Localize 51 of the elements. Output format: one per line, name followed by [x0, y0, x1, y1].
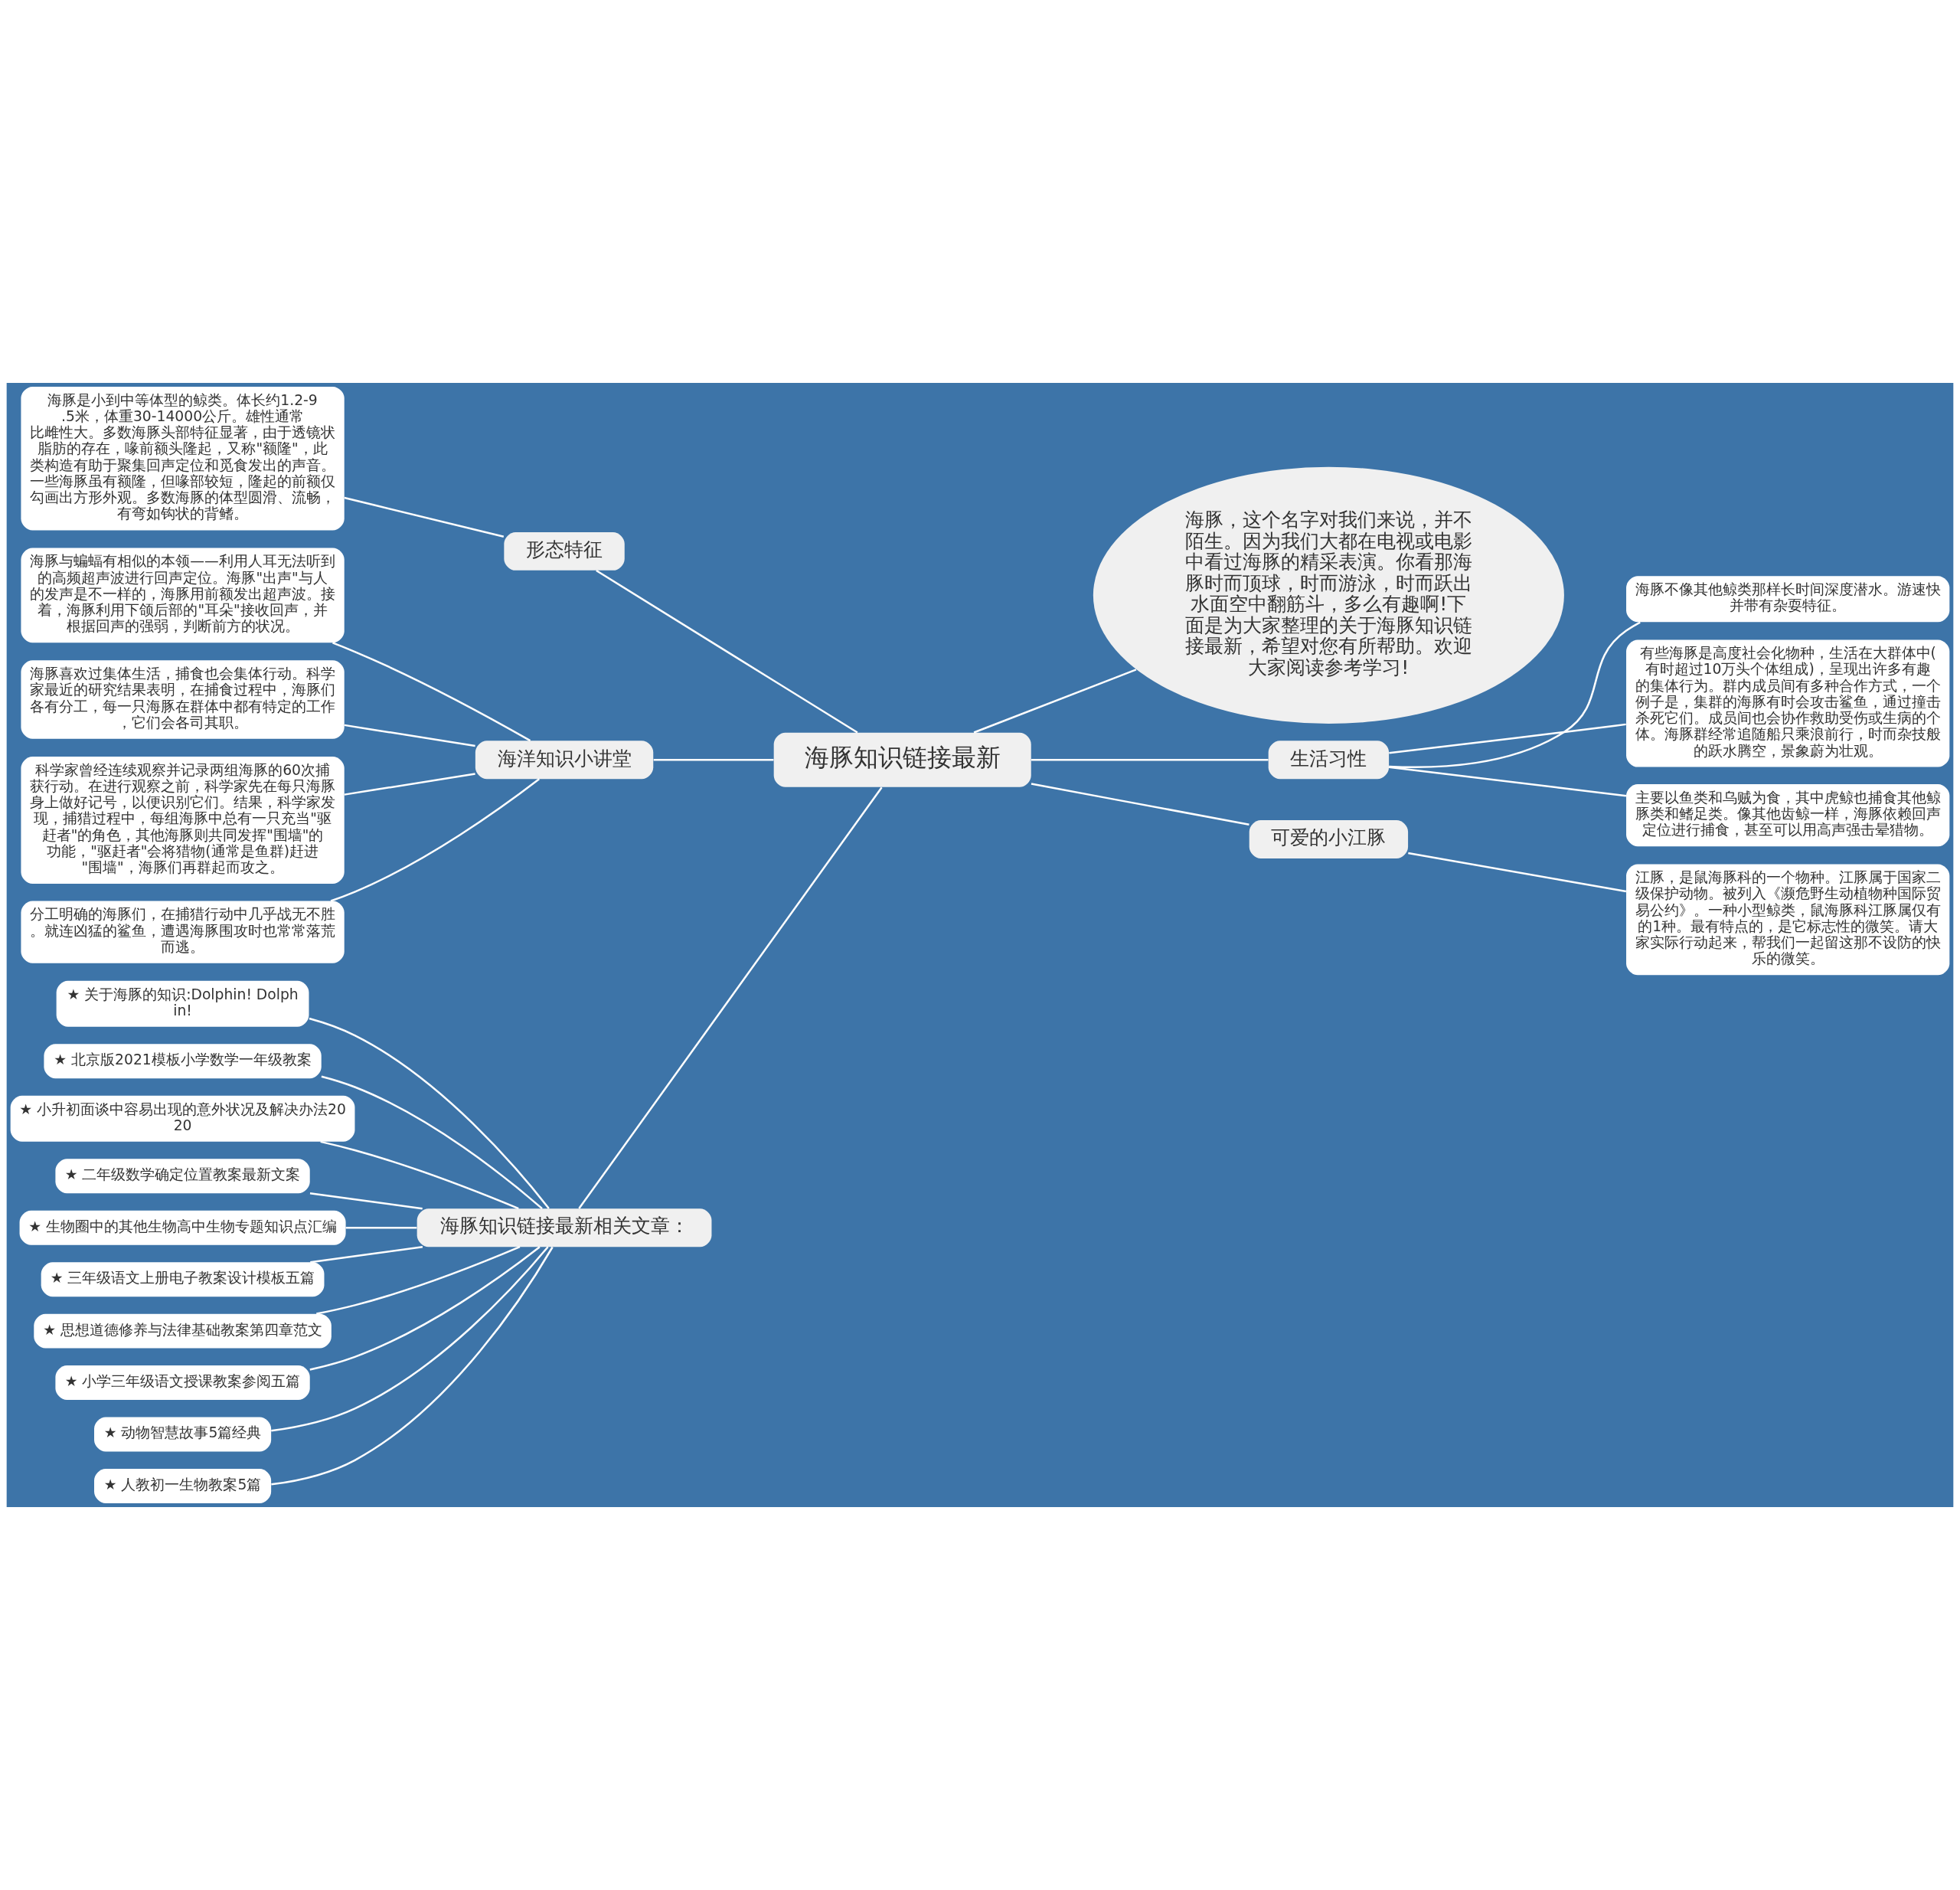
- connector: [1388, 766, 1627, 797]
- connector: [596, 569, 858, 734]
- connector: [309, 1192, 423, 1210]
- node-box: ★ 思想道德修养与法律基础教案第四章范文: [34, 1313, 332, 1349]
- node-box: ★ 三年级语文上册电子教案设计模板五篇: [41, 1262, 325, 1297]
- connector: [653, 759, 774, 761]
- node-box: 主要以鱼类和乌贼为食，其中虎鲸也捕食其他鲸豚类和鳍足类。像其他齿鲸一样，海豚依赖回声定位进行捕食，甚至可以用高声强击晕猎物。: [1626, 784, 1950, 847]
- node-box: 有些海豚是高度社会化物种，生活在大群体中(有时超过10万头个体组成)，呈现出许多有趣的集体行为。群内成员间有多种合作方式，一个例子是，集群的海豚有时会攻击鲨鱼，通过撞击杀死它们。成员间也会协作救助受伤或生病的个体。海豚群经常追随船只乘浪前行，时而杂技般的跃水腾空，景象蔚为壮观。: [1626, 639, 1950, 767]
- connector: [321, 1075, 543, 1210]
- node-box: 海洋知识小讲堂: [475, 741, 654, 780]
- node-box: 海豚知识链接最新: [773, 732, 1031, 787]
- connector: [271, 1246, 549, 1432]
- connector: [271, 1246, 554, 1486]
- connector: [316, 1246, 521, 1315]
- connector: [344, 773, 475, 796]
- node-box: ★ 小升初面谈中容易出现的意外状况及解决办法2020: [10, 1095, 355, 1142]
- connector: [309, 1017, 550, 1209]
- connector: [1389, 621, 1641, 769]
- connector: [1031, 759, 1269, 761]
- node-box: 江豚，是鼠海豚科的一个物种。江豚属于国家二级保护动物。被列入《濒危野生动植物种国际贸易公约》。一种小型鲸类，鼠海豚科江豚属仅有的1种。最有特点的，是它标志性的微笑。请大家实际行动起来，帮我们一起留这那不设防的快乐的微笑。: [1626, 864, 1950, 976]
- node-box: 科学家曾经连续观察并记录两组海豚的60次捕获行动。在进行观察之前，科学家先在每只海豚身上做好记号，以便识别它们。结果，科学家发现，捕猎过程中，每组海豚中总有一只充当"驱赶者"的角色，其他海豚则共同发挥"围墙"的功能，"驱赶者"会将猎物(通常是鱼群)赶进"围墙"，海豚们再群起而攻之。: [21, 756, 345, 885]
- node-box: 分工明确的海豚们，在捕猎行动中几乎战无不胜。就连凶猛的鲨鱼，遭遇海豚围攻时也常常落荒而逃。: [21, 901, 345, 963]
- node-box: ★ 关于海豚的知识:Dolphin! Dolphin!: [56, 980, 309, 1027]
- node-box: ★ 二年级数学确定位置教案最新文案: [55, 1159, 310, 1194]
- node-box: ★ 小学三年级语文授课教案参阅五篇: [55, 1365, 310, 1401]
- connector: [330, 778, 540, 902]
- connector: [345, 1226, 417, 1229]
- connector: [1389, 723, 1626, 754]
- node-ellipse: 海豚，这个名字对我们来说，并不陌生。因为我们大都在电视或电影中看过海豚的精采表演。你看那海豚时而顶球，时而游泳，时而跃出水面空中翻筋斗，多么有趣啊!下面是为大家整理的关于海豚知识链接最新，希望对您有所帮助。欢迎大家阅读参考学习!: [1093, 466, 1564, 724]
- node-box: ★ 动物智慧故事5篇经典: [94, 1417, 272, 1452]
- node-box: ★ 北京版2021模板小学数学一年级教案: [44, 1044, 322, 1079]
- connector: [973, 669, 1137, 734]
- connector: [309, 1246, 541, 1371]
- node-box: 可爱的小江豚: [1249, 819, 1409, 858]
- node-box: 海豚不像其他鲸类那样长时间深度潜水。游速快并带有杂耍特征。: [1626, 576, 1950, 623]
- connector: [332, 642, 531, 742]
- node-box: 海豚喜欢过集体生活，捕食也会集体行动。科学家最近的研究结果表明，在捕食过程中，海豚们各有分工，每一只海豚在群体中都有特定的工作，它们会各司其职。: [21, 660, 345, 739]
- connector: [344, 724, 475, 747]
- node-box: 海豚知识链接最新相关文章：: [416, 1208, 712, 1247]
- connector: [344, 496, 505, 538]
- node-box: 生活习性: [1268, 741, 1390, 780]
- connector: [1031, 783, 1250, 826]
- node-box: 海豚与蝙蝠有相似的本领——利用人耳无法听到的高频超声波进行回声定位。海豚"出声"与人的发声是不一样的，海豚用前额发出超声波。接着，海豚利用下颌后部的"耳朵"接收回声，并根据回声的强弱，判断前方的状况。: [21, 548, 345, 643]
- connector: [310, 1245, 423, 1264]
- connector: [320, 1140, 519, 1210]
- node-box: ★ 人教初一生物教案5篇: [94, 1469, 272, 1503]
- node-box: ★ 生物圈中的其他生物高中生物专题知识点汇编: [19, 1210, 346, 1245]
- connector: [578, 786, 883, 1209]
- node-box: 形态特征: [504, 531, 625, 571]
- connector: [1408, 852, 1627, 893]
- node-box: 海豚是小到中等体型的鲸类。体长约1.2-9.5米，体重30-14000公斤。雄性通常比雌性大。多数海豚头部特征显著，由于透镜状脂肪的存在，喙前额头隆起，又称"额隆"，此类构造有助于聚集回声定位和觅食发出的声音。一些海豚虽有额隆，但喙部较短，隆起的前额仅勾画出方形外观。多数海豚的体型圆滑、流畅，有弯如钩状的背鳍。: [21, 387, 345, 531]
